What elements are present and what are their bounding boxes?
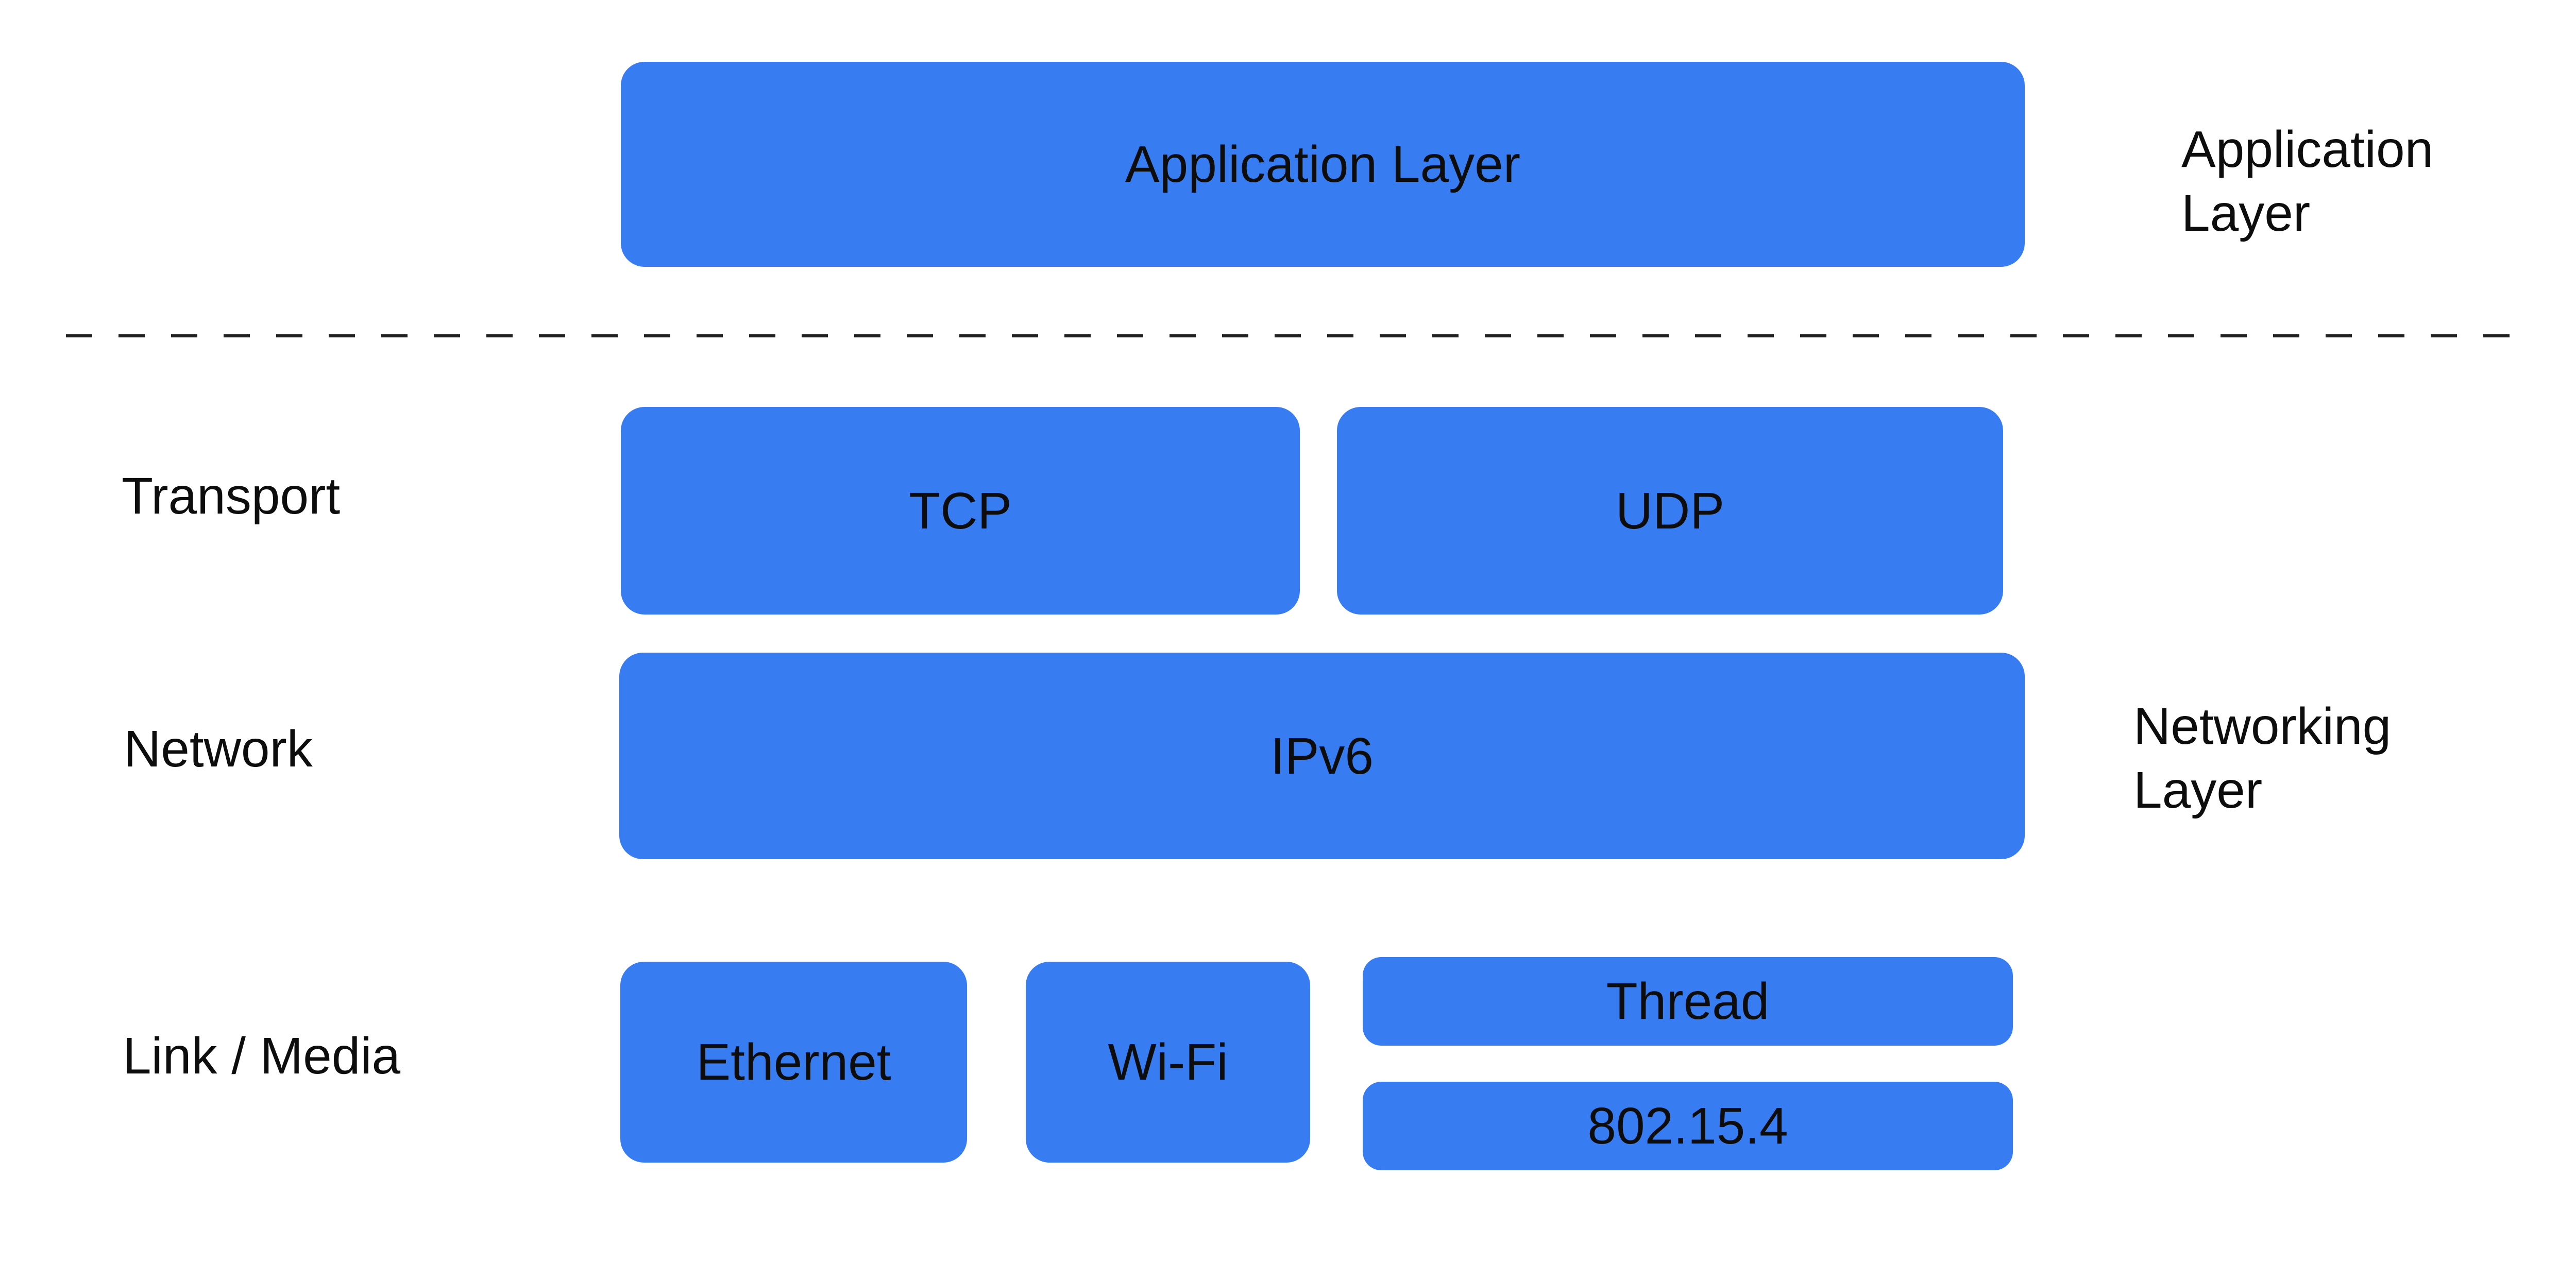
network-row-label: Network — [124, 720, 313, 778]
thread-box-label: Thread — [1606, 973, 1770, 1030]
application-layer-box-label: Application Layer — [1125, 135, 1521, 193]
ipv6-box: IPv6 — [619, 653, 2025, 859]
udp-box-label: UDP — [1615, 482, 1725, 540]
thread-box: Thread — [1363, 957, 2013, 1046]
wifi-box: Wi-Fi — [1026, 962, 1310, 1163]
application-layer-side-label: Application Layer — [2181, 121, 2434, 242]
ethernet-box: Ethernet — [620, 962, 967, 1163]
ieee-802-15-4-box: 802.15.4 — [1363, 1082, 2013, 1170]
dashed-divider — [66, 334, 2513, 337]
ieee-802-15-4-box-label: 802.15.4 — [1587, 1097, 1788, 1155]
tcp-box-label: TCP — [909, 482, 1012, 540]
networking-layer-side-label: Networking Layer — [2133, 697, 2392, 819]
ethernet-box-label: Ethernet — [696, 1033, 891, 1091]
udp-box: UDP — [1337, 407, 2003, 615]
application-layer-box: Application Layer — [621, 62, 2025, 267]
wifi-box-label: Wi-Fi — [1108, 1033, 1228, 1091]
ipv6-box-label: IPv6 — [1270, 727, 1374, 785]
tcp-box: TCP — [621, 407, 1300, 615]
transport-row-label: Transport — [122, 467, 341, 525]
link-media-row-label: Link / Media — [123, 1027, 401, 1085]
